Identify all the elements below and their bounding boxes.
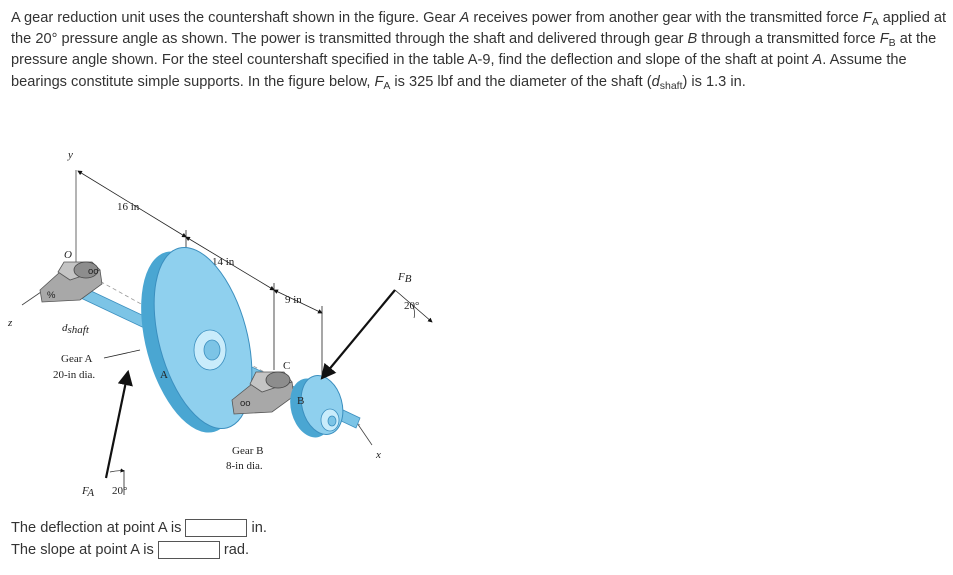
slope-row: The slope at point A is rad.	[11, 540, 249, 560]
slope-input[interactable]	[157, 541, 220, 560]
deflection-row: The deflection at point A is in.	[11, 518, 267, 538]
d-shaft-label: dshaft	[62, 322, 90, 336]
gear-a	[141, 246, 253, 433]
deflection-label: The deflection at point A is	[11, 520, 182, 537]
deflection-unit: in.	[251, 520, 267, 537]
fb-label: FB	[397, 271, 412, 285]
dim-14-label: 14 in	[212, 256, 235, 268]
origin-label: O	[64, 249, 72, 261]
point-a-label: A	[160, 369, 168, 381]
svg-text:oo: oo	[88, 266, 99, 277]
svg-text:%: %	[47, 290, 56, 301]
x-axis-label: x	[375, 449, 381, 461]
slope-label: The slope at point A is	[11, 542, 154, 559]
deflection-input[interactable]	[185, 519, 248, 538]
dim-16-label: 16 in	[117, 201, 140, 213]
gear-a-leader	[103, 349, 141, 359]
gear-b	[290, 375, 344, 438]
problem-statement: A gear reduction unit uses the countersh…	[11, 10, 947, 92]
gear-a-name: Gear A	[61, 353, 93, 365]
fa-label: FA	[81, 485, 94, 499]
force-fa-arrow	[104, 369, 133, 495]
point-b-label: B	[297, 395, 304, 407]
gear-b-name: Gear B	[232, 445, 263, 457]
slope-unit: rad.	[223, 542, 250, 559]
bearing-o: % oo	[39, 261, 103, 303]
fb-angle-label: 20°	[404, 300, 419, 312]
bearing-c: oo	[231, 371, 295, 415]
y-axis-label: y	[67, 149, 73, 161]
dim-9-label: 9 in	[285, 294, 302, 306]
svg-text:oo: oo	[240, 398, 251, 409]
point-c-label: C	[283, 360, 290, 372]
countershaft-figure: y z x O 16 in 14 in 9 in % oo oo	[7, 149, 433, 499]
gear-a-diameter: 20-in dia.	[53, 369, 95, 381]
gear-b-diameter: 8-in dia.	[226, 460, 263, 472]
z-axis-label: z	[7, 317, 13, 329]
force-fb-arrow	[320, 289, 433, 380]
fa-angle-label: 20°	[112, 485, 127, 497]
